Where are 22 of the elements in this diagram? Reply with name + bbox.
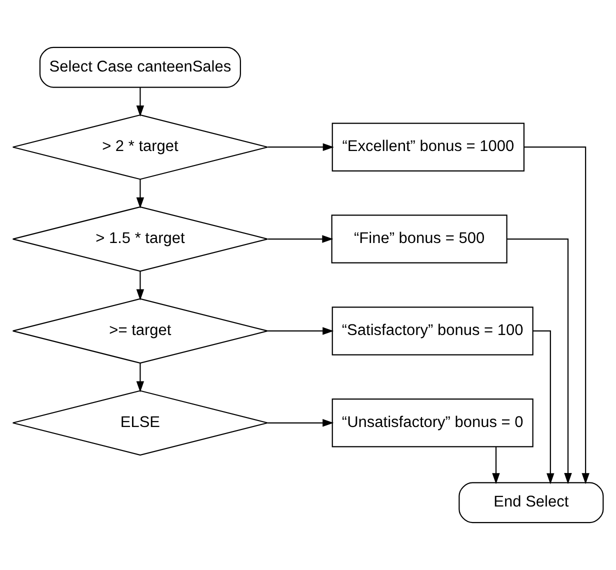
arrow bbox=[136, 363, 144, 392]
node-box: “Unsatisfactory” bonus = 0 bbox=[332, 398, 534, 448]
arrow bbox=[136, 271, 144, 300]
arrow bbox=[507, 238, 572, 484]
arrow bbox=[268, 143, 334, 151]
arrow bbox=[524, 146, 590, 484]
arrow bbox=[268, 419, 334, 427]
arrow bbox=[533, 330, 554, 484]
node-box: “Fine” bonus = 500 bbox=[331, 214, 508, 264]
arrow bbox=[492, 446, 500, 484]
arrow bbox=[268, 235, 334, 243]
arrow bbox=[268, 327, 334, 335]
node-box: Select Case canteenSales bbox=[39, 46, 241, 88]
arrow bbox=[136, 88, 144, 117]
node-diamond: > 2 * target bbox=[12, 114, 268, 180]
arrow bbox=[136, 179, 144, 208]
node-box: “Excellent” bonus = 1000 bbox=[332, 122, 525, 172]
node-box: End Select bbox=[458, 482, 604, 524]
node-diamond: >= target bbox=[12, 298, 268, 364]
node-diamond: > 1.5 * target bbox=[12, 206, 268, 272]
node-diamond: ELSE bbox=[12, 390, 268, 456]
node-box: “Satisfactory” bonus = 100 bbox=[332, 306, 534, 356]
